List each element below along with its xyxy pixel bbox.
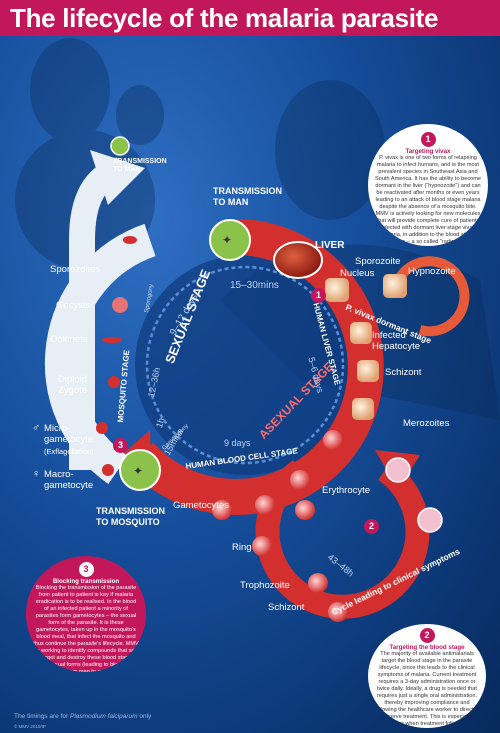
callout-2-body: The majority of available antimalarials …: [376, 651, 478, 727]
footnote-suffix: only: [137, 713, 152, 720]
merozoite-burst-icon: [385, 457, 411, 483]
central-disc: [135, 255, 355, 475]
transmission-to-mosquito-label: TRANSMISSION TO MOSQUITO: [96, 506, 166, 527]
female-symbol: ♀: [32, 468, 41, 480]
macro-gametocyte-label: Macro- gametocyte: [44, 469, 94, 491]
ring-cell-icon: [295, 500, 315, 520]
copyright: © MMV 2010/IP: [14, 724, 46, 729]
schizont-liver-icon: [357, 360, 379, 382]
time-ring: [145, 265, 345, 465]
merozoites-label: Merozoites: [403, 418, 450, 429]
gametocytes-label: Gametocytes: [173, 500, 229, 511]
timings-footnote: The timings are for Plasmodium falciparu…: [14, 713, 151, 720]
zygote-icon: [108, 376, 120, 388]
schizont-liver-label: Schizont: [385, 367, 422, 378]
microgametocyte-icon: [96, 422, 108, 434]
micro-gametocyte-label: Micro- gametocyte: [44, 423, 94, 445]
transmission-to-mosquito-marker: [119, 449, 161, 491]
title-bar: The lifecycle of the malaria parasite: [0, 0, 500, 36]
transmission-to-man-marker: [209, 219, 251, 261]
callout-targeting-blood-stage: 2 Targeting the blood stage The majority…: [368, 624, 486, 728]
ookinete-label: Ookinete: [50, 334, 89, 345]
mosquito-arrowhead: [90, 150, 145, 205]
callout-3-title: Blocking transmission: [52, 578, 120, 585]
callout-targeting-vivax: 1 Targeting vivax P. vivax is one of two…: [368, 124, 488, 246]
exflagellation-label: (Exflagellation): [44, 447, 94, 456]
erythrocyte-label: Erythrocyte: [322, 485, 371, 496]
ookinete-icon: [102, 337, 122, 343]
ring-label: Ring: [232, 542, 252, 553]
oocysts-label: Oocysts: [56, 300, 91, 311]
callout-1-body: P. vivax is one of two forms of relapsin…: [374, 155, 482, 245]
footnote-species: Plasmodium falciparum: [70, 713, 138, 720]
ring-icon: [252, 536, 272, 556]
infected-hepatocyte-label: Infected Hepatocyte: [372, 330, 421, 352]
merozoite-release-icon: [352, 398, 374, 420]
hypnozoite-icon: [383, 274, 407, 298]
callout-2-title: Targeting the blood stage: [389, 644, 465, 651]
callout-marker-3: 3: [113, 438, 128, 453]
sporozoite-label: Sporozoite: [355, 256, 401, 267]
erythrocyte-icon: [290, 470, 310, 490]
callout-marker-1: 1: [311, 288, 326, 303]
sporozoites-label: Sporozoites: [50, 264, 101, 275]
trophozoite-label: Trophozoite: [240, 580, 290, 591]
liver-icon: [273, 241, 323, 279]
callout-3-body: Blocking the transmission of the parasit…: [33, 585, 139, 672]
liver-label: LIVER: [315, 240, 345, 251]
timing-15-30-mins: 15–30mins: [230, 280, 279, 291]
male-symbol: ♂: [32, 422, 41, 434]
blood-cell-icon: [255, 495, 275, 515]
oocyst-icon: [112, 297, 128, 313]
callout-1-number: 1: [420, 132, 436, 147]
nucleus-label: Nucleus: [340, 268, 375, 279]
footnote-prefix: The timings are for: [14, 713, 70, 720]
diploid-zygote-label: Diploid Zygote: [58, 374, 88, 396]
callout-marker-2: 2: [364, 519, 379, 534]
hepatocyte-icon: [325, 278, 349, 302]
hypnozoite-label: Hypnozoite: [408, 266, 456, 277]
schizont-blood-label: Schizont: [268, 602, 305, 613]
dormant-loop: [390, 256, 470, 337]
timing-9-days: 9 days: [224, 438, 251, 448]
callout-1-title: Targeting vivax: [405, 148, 451, 155]
transmission-to-man-top-marker: [110, 136, 130, 156]
schizont-blood-icon: [328, 602, 348, 622]
callout-2-number: 2: [419, 628, 435, 643]
gametocyte-cell-icon: [212, 500, 232, 520]
macrogametocyte-icon: [102, 464, 114, 476]
mosquito-bite-icon: ✦: [133, 464, 143, 478]
merozoite-cell-icon: [323, 430, 343, 450]
transmission-to-man-top-label: TRANSMISSION TO MAN: [113, 158, 167, 173]
callout-blocking-transmission: 3 Blocking transmission Blocking the tra…: [26, 556, 146, 672]
infected-hepatocyte-icon: [350, 322, 372, 344]
sporozoites-icon: [123, 236, 137, 244]
mosquito-icon: ✦: [222, 233, 232, 247]
transmission-to-man-label: TRANSMISSION TO MAN: [213, 186, 283, 207]
schizont-burst-icon: [417, 507, 443, 533]
page-title: The lifecycle of the malaria parasite: [10, 3, 439, 33]
trophozoite-icon: [308, 573, 328, 593]
callout-3-number: 3: [78, 562, 94, 577]
